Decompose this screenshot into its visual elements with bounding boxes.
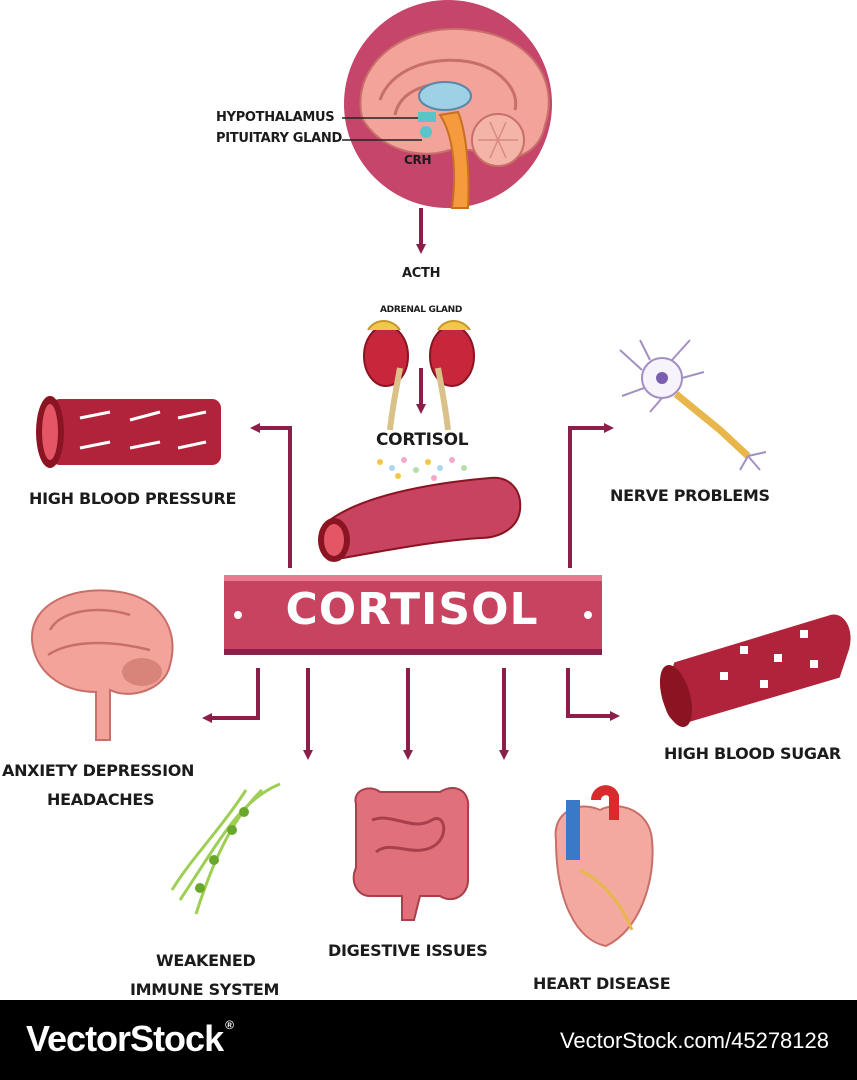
high-blood-sugar-label: HIGH BLOOD SUGAR [664,744,841,763]
blood-vessel-icon [318,476,522,562]
high-blood-pressure-vessel-icon [36,393,227,471]
arrow-high-blood-pressure [250,423,292,568]
digestive-issues-label: DIGESTIVE ISSUES [328,941,488,960]
arrow-high-blood-sugar [566,668,620,721]
cortisol-banner-label: CORTISOL [285,584,539,635]
cortisol-banner [224,575,602,655]
crh-label: CRH [404,153,432,167]
cortisol-small-label: CORTISOL [376,430,469,450]
high-blood-sugar-vessel-icon [658,608,857,730]
vectorstock-url: VectorStock.com/45278128 [559,1028,829,1053]
anxiety-label-line2: HEADACHES [47,790,155,809]
heart-icon [554,785,654,948]
heart-disease-label: HEART DISEASE [533,974,671,993]
weakened-label-line2: IMMUNE SYSTEM [130,980,280,999]
high-blood-pressure-label: HIGH BLOOD PRESSURE [29,489,237,508]
brain-icon [30,589,174,741]
weakened-label-line1: WEAKENED [156,951,256,970]
arrow-anxiety [202,668,260,723]
intestines-icon [352,787,470,921]
nerve-problems-label: NERVE PROBLEMS [610,486,770,505]
brain-cross-section-icon [344,0,552,209]
hypothalamus-label: HYPOTHALAMUS [216,110,335,125]
acth-label: ACTH [402,266,441,281]
arrow-nerve-problems [568,423,614,568]
pituitary-gland-label: PITUITARY GLAND [216,131,342,146]
cortisol-diagram [30,0,857,948]
cortisol-particles [377,457,467,481]
anxiety-label-line1: ANXIETY DEPRESSION [2,761,195,780]
watermark-footer: VectorStock® VectorStock.com/45278128 [0,1000,857,1080]
adrenal-gland-icon [363,320,475,431]
adrenal-gland-label: ADRENAL GLAND [380,305,463,315]
vectorstock-logo: VectorStock® [26,1018,234,1059]
nerve-cell-icon [619,339,767,471]
lymph-vessel-icon [170,782,281,915]
